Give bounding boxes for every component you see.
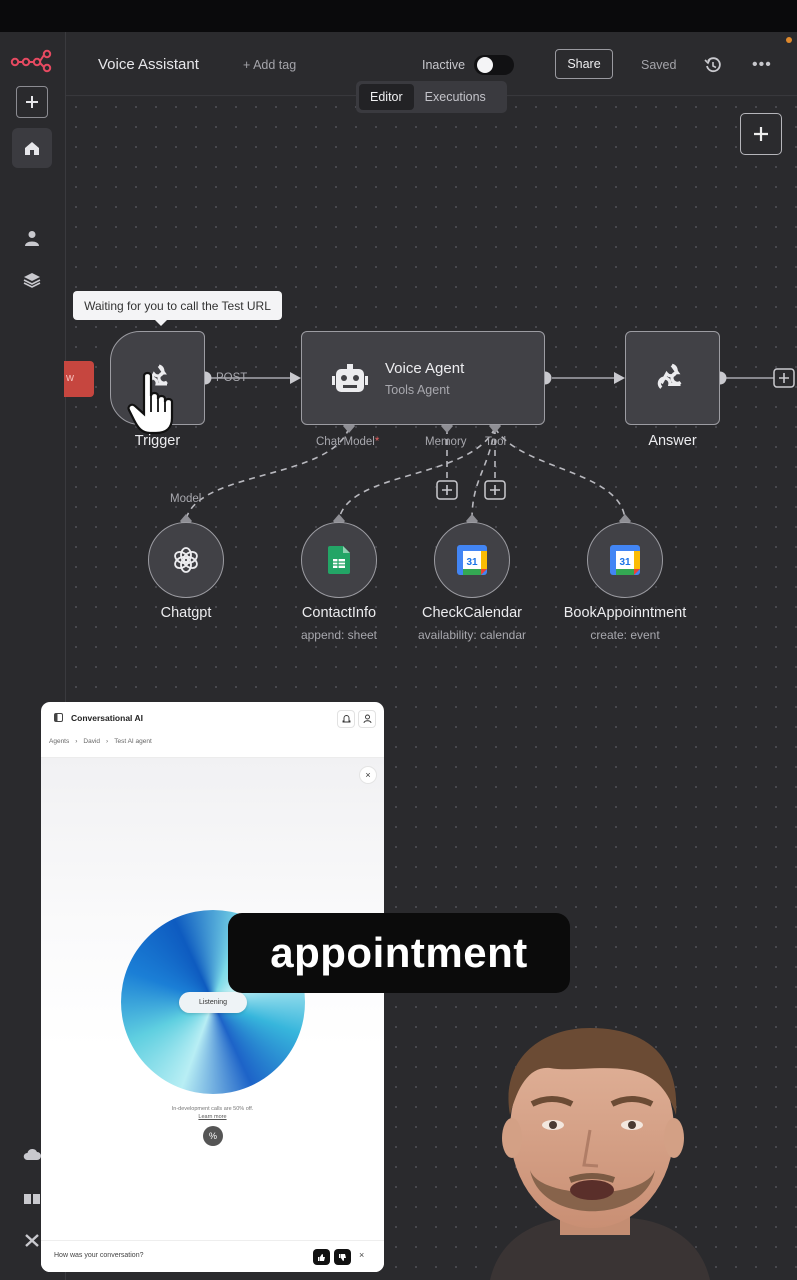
voice-agent-node[interactable]: Voice Agent Tools Agent <box>301 331 545 425</box>
breadcrumb-test-agent: Test AI agent <box>114 738 152 745</box>
dismiss-feedback-button[interactable]: × <box>359 1250 365 1260</box>
breadcrumb-separator: › <box>106 738 109 745</box>
hand-cursor-icon <box>127 371 174 435</box>
sidebar-add-button[interactable] <box>16 86 48 118</box>
variable-icon <box>25 1234 39 1247</box>
plus-icon <box>26 96 38 108</box>
checkcalendar-node-label: CheckCalendar <box>422 605 522 621</box>
thumbs-down-icon <box>339 1253 346 1261</box>
layers-icon <box>23 273 41 288</box>
editor-tabs: Editor Executions <box>356 81 507 113</box>
user-icon <box>25 231 39 246</box>
breadcrumb-agents[interactable]: Agents <box>49 738 70 745</box>
sidebar-item-gift[interactable] <box>20 1185 44 1209</box>
sidebar-item-variables[interactable] <box>20 1228 44 1252</box>
sidebar-item-layers[interactable] <box>20 268 44 292</box>
thumbs-down-button[interactable] <box>334 1249 351 1265</box>
thumbs-up-icon <box>318 1253 325 1261</box>
voice-agent-subtitle: Tools Agent <box>385 383 450 397</box>
home-icon <box>25 142 39 155</box>
user-icon <box>363 714 371 724</box>
test-url-tooltip: Waiting for you to call the Test URL <box>73 291 282 326</box>
more-options-icon[interactable]: ••• <box>752 56 772 73</box>
pricing-note: In-development calls are 50% off. <box>171 1106 254 1112</box>
notification-dot <box>786 37 792 43</box>
close-panel-button[interactable]: × <box>359 766 377 784</box>
saved-status: Saved <box>641 58 677 72</box>
active-status-label: Inactive <box>422 58 466 72</box>
answer-node[interactable] <box>625 331 720 425</box>
plus-icon <box>754 127 768 141</box>
google-calendar-icon: 31 <box>457 545 487 575</box>
sidebar-item-cloud[interactable] <box>20 1142 44 1166</box>
presenter-video <box>490 1028 710 1280</box>
bookappointment-node-subtitle: create: event <box>590 628 660 642</box>
bell-icon <box>342 715 350 723</box>
workflow-title[interactable]: Voice Assistant <box>98 56 199 73</box>
thumbs-up-button[interactable] <box>313 1249 330 1265</box>
checkcalendar-node[interactable]: 31 <box>434 522 510 598</box>
openai-icon <box>174 547 198 573</box>
history-icon[interactable] <box>704 56 722 74</box>
sidebar-item-home[interactable] <box>12 128 52 168</box>
share-button[interactable]: Share <box>555 49 613 79</box>
contactinfo-node-label: ContactInfo <box>301 605 377 621</box>
svg-text:31: 31 <box>619 557 631 568</box>
sidebar-item-user[interactable] <box>20 226 44 250</box>
profile-button[interactable] <box>358 710 376 728</box>
active-toggle[interactable] <box>474 55 514 75</box>
breadcrumb: Agents › David › Test AI agent <box>49 738 152 745</box>
feedback-question: How was your conversation? <box>54 1252 144 1259</box>
notifications-button[interactable] <box>337 710 355 728</box>
chat-model-connector-label: Chat Model* <box>316 436 379 448</box>
video-caption: appointment <box>228 913 570 993</box>
svg-text:31: 31 <box>466 557 478 568</box>
trigger-node-label: Trigger <box>134 433 181 449</box>
checkcalendar-node-subtitle: availability: calendar <box>417 628 527 642</box>
google-sheets-icon <box>328 546 350 574</box>
post-label: POST <box>216 372 248 384</box>
model-connector-label: Model <box>170 493 202 505</box>
webhook-icon <box>657 363 682 389</box>
contactinfo-node[interactable] <box>301 522 377 598</box>
breadcrumb-david[interactable]: David <box>83 738 101 745</box>
chatgpt-node[interactable] <box>148 522 224 598</box>
contactinfo-node-subtitle: append: sheet <box>300 628 378 642</box>
add-node-button[interactable] <box>740 113 782 155</box>
gift-icon <box>24 1194 40 1204</box>
robot-icon <box>332 364 368 392</box>
sidebar-toggle-icon[interactable] <box>54 713 63 722</box>
add-tag-link[interactable]: + Add tag <box>243 58 297 72</box>
n8n-logo[interactable] <box>10 46 52 74</box>
listening-status: Listening <box>179 992 247 1013</box>
panel-title: Conversational AI <box>71 713 143 723</box>
answer-node-label: Answer <box>648 433 697 449</box>
tool-connector-label: Tool <box>485 436 507 448</box>
breadcrumb-separator: › <box>75 738 78 745</box>
top-black-bar <box>0 0 797 32</box>
cloud-icon <box>23 1148 41 1160</box>
partial-node[interactable]: w <box>64 361 94 397</box>
tab-editor[interactable]: Editor <box>359 84 414 110</box>
bookappointment-node-label: BookAppoinntment <box>563 605 687 621</box>
google-calendar-icon: 31 <box>610 545 640 575</box>
memory-connector-label: Memory <box>425 436 467 448</box>
discount-icon[interactable]: % <box>203 1126 223 1146</box>
toggle-knob <box>477 57 493 73</box>
feedback-bar: How was your conversation? × <box>41 1240 384 1272</box>
required-asterisk: * <box>374 436 380 448</box>
panel-header: Conversational AI Agents › David › Test … <box>41 702 384 758</box>
chat-model-text: Chat Model <box>316 436 375 448</box>
learn-more-link[interactable]: Learn more <box>198 1114 227 1120</box>
voice-agent-title: Voice Agent <box>385 360 465 377</box>
chatgpt-node-label: Chatgpt <box>160 605 212 621</box>
bookappointment-node[interactable]: 31 <box>587 522 663 598</box>
tab-executions[interactable]: Executions <box>424 90 486 104</box>
